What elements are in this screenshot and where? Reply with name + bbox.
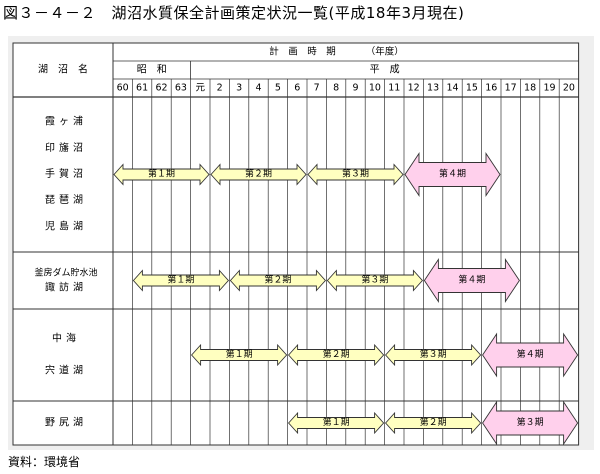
lake-name: 児島湖	[45, 219, 87, 232]
lake-name: 琵琶湖	[45, 194, 87, 206]
period-arrow-label: 第４期	[517, 348, 544, 360]
era-heisei-label: 平 成	[370, 64, 400, 76]
period-arrow-label: 第４期	[439, 168, 466, 180]
source-note: 資料：環境省	[8, 455, 81, 469]
year-tick-label: 10	[369, 83, 381, 94]
lake-name-header: 湖 沼 名	[38, 63, 88, 76]
year-tick-label: 元	[196, 83, 206, 94]
period-arrow-label: 第２期	[420, 416, 447, 428]
year-tick-label: 61	[136, 83, 148, 94]
period-arrow	[132, 269, 230, 292]
period-arrow	[113, 163, 210, 186]
lake-name: 中海	[52, 332, 80, 345]
period-arrow-label: 第２期	[323, 348, 350, 360]
period-arrow-label: 第３期	[420, 348, 447, 360]
lake-name: 野尻湖	[45, 417, 87, 429]
lake-name: 諏訪湖	[45, 280, 87, 293]
year-tick-label: 9	[352, 83, 358, 94]
lake-name: 霞ヶ浦	[45, 115, 87, 128]
year-tick-label: 62	[155, 83, 167, 94]
period-arrow	[229, 269, 327, 292]
period-arrow-label: 第３期	[361, 274, 388, 286]
lake-name: 手賀沼	[45, 167, 87, 180]
period-arrow-label: 第１期	[226, 348, 253, 360]
period-arrow	[287, 411, 385, 435]
period-arrow-label: 第３期	[342, 168, 369, 180]
year-tick-label: 7	[314, 83, 320, 94]
year-tick-label: 14	[446, 83, 458, 94]
period-arrow	[190, 343, 288, 367]
current-period-arrow	[482, 332, 579, 378]
period-arrow-label: 第１期	[323, 416, 350, 428]
current-period-arrow	[404, 152, 501, 197]
year-tick-label: 16	[485, 83, 497, 94]
period-arrow	[210, 163, 307, 186]
year-tick-label: 18	[524, 83, 536, 94]
figure-title: 図３－４－２ 湖沼水質保全計画策定状況一覧(平成18年3月現在)	[3, 4, 465, 22]
year-tick-label: 15	[466, 83, 478, 94]
era-showa-label: 昭 和	[137, 64, 167, 76]
year-tick-label: 19	[543, 83, 555, 94]
lake-name: 印旛沼	[45, 141, 87, 154]
period-arrow	[287, 343, 385, 367]
period-arrow	[326, 269, 424, 292]
period-arrow-label: 第２期	[245, 168, 272, 180]
period-arrow	[384, 343, 482, 367]
year-tick-label: 11	[388, 83, 400, 94]
period-arrow-label: 第３期	[517, 416, 544, 428]
year-tick-label: 4	[255, 83, 261, 94]
year-tick-label: 17	[505, 83, 517, 94]
period-header-unit: （年度）	[366, 46, 404, 58]
period-arrow	[307, 163, 404, 186]
period-header: 計 画 時 期	[269, 46, 336, 58]
period-arrow-label: 第２期	[264, 274, 291, 286]
year-tick-label: 3	[236, 83, 242, 94]
year-tick-label: 60	[117, 83, 129, 94]
period-arrow-label: 第１期	[148, 168, 175, 180]
year-tick-label: 12	[408, 83, 420, 94]
year-tick-label: 5	[275, 83, 281, 94]
period-arrow-label: 第１期	[167, 274, 194, 286]
year-tick-label: 13	[427, 83, 439, 94]
table-frame	[12, 42, 580, 446]
current-period-arrow	[423, 258, 520, 303]
lake-name: 釜房ダム貯水池	[34, 266, 97, 278]
period-arrow	[384, 411, 482, 435]
period-arrow-label: 第４期	[458, 274, 485, 286]
year-tick-label: 20	[563, 83, 575, 94]
current-period-arrow	[482, 400, 579, 446]
year-tick-label: 8	[333, 83, 339, 94]
year-tick-label: 63	[175, 83, 187, 94]
lake-name: 宍道湖	[45, 364, 87, 377]
year-tick-label: 2	[217, 83, 223, 94]
year-tick-label: 6	[294, 83, 300, 94]
